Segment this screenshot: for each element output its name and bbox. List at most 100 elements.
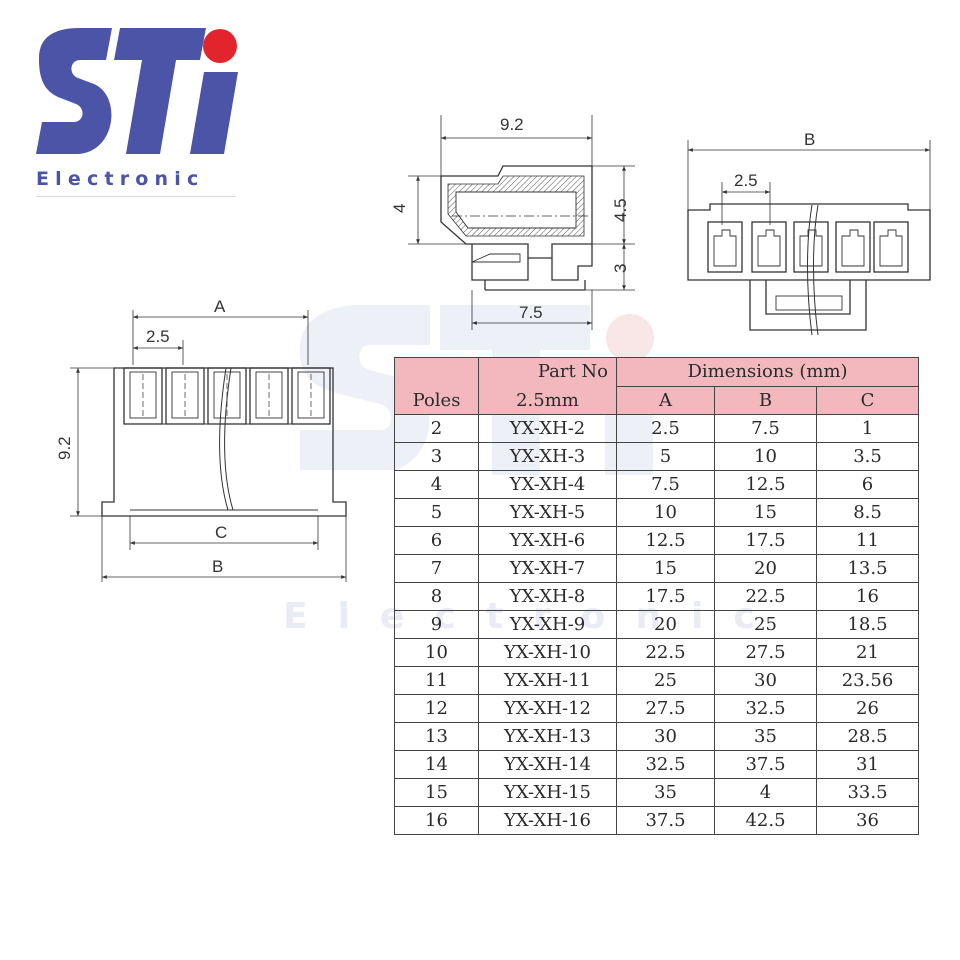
front-view-b-label: B bbox=[212, 557, 223, 576]
end-view-drawing bbox=[687, 140, 931, 336]
cell-a: 15 bbox=[616, 554, 715, 583]
side-view-right-upper-label: 4.5 bbox=[611, 198, 630, 222]
front-view-c-label: C bbox=[215, 523, 227, 542]
cell-a: 37.5 bbox=[616, 806, 715, 835]
logo-letter-t bbox=[114, 28, 206, 154]
cell-a: 2.5 bbox=[616, 414, 715, 443]
cell-b: 17.5 bbox=[714, 526, 817, 555]
cell-c: 8.5 bbox=[815, 498, 920, 527]
end-view-width-label: B bbox=[804, 130, 815, 149]
table-row: 13 YX-XH-13 30 35 28.5 bbox=[394, 722, 920, 751]
cell-poles: 15 bbox=[394, 778, 479, 807]
table-row: 10 YX-XH-10 22.5 27.5 21 bbox=[394, 638, 920, 667]
cell-part-no: YX-XH-6 bbox=[478, 526, 617, 555]
side-view-right-lower-label: 3 bbox=[611, 264, 630, 273]
table-row: 3 YX-XH-3 5 10 3.5 bbox=[394, 442, 920, 471]
cell-b: 42.5 bbox=[714, 806, 817, 835]
cell-poles: 5 bbox=[394, 498, 479, 527]
sti-logo bbox=[36, 28, 238, 154]
header-part-no: Part No bbox=[478, 357, 617, 387]
table-row: 7 YX-XH-7 15 20 13.5 bbox=[394, 554, 920, 583]
cell-poles: 7 bbox=[394, 554, 479, 583]
logo-underline bbox=[36, 196, 236, 197]
front-view-pitch-label: 2.5 bbox=[146, 327, 170, 346]
cell-poles: 16 bbox=[394, 806, 479, 835]
cell-a: 17.5 bbox=[616, 582, 715, 611]
side-view-width-label: 9.2 bbox=[500, 115, 524, 134]
cell-part-no: YX-XH-5 bbox=[478, 498, 617, 527]
cell-c: 33.5 bbox=[815, 778, 920, 807]
cell-poles: 2 bbox=[394, 414, 479, 443]
cell-b: 27.5 bbox=[714, 638, 817, 667]
cell-part-no: YX-XH-13 bbox=[478, 722, 617, 751]
table-row: 2 YX-XH-2 2.5 7.5 1 bbox=[394, 414, 920, 443]
cell-c: 1 bbox=[815, 414, 920, 443]
cell-part-no: YX-XH-15 bbox=[478, 778, 617, 807]
header-dimensions: Dimensions (mm) bbox=[615, 357, 920, 387]
cell-a: 30 bbox=[616, 722, 715, 751]
cell-poles: 4 bbox=[394, 470, 479, 499]
cell-part-no: YX-XH-7 bbox=[478, 554, 617, 583]
front-view-a-label: A bbox=[214, 297, 226, 316]
table-row: 16 YX-XH-16 37.5 42.5 36 bbox=[394, 806, 920, 835]
cell-c: 28.5 bbox=[815, 722, 920, 751]
cell-part-no: YX-XH-4 bbox=[478, 470, 617, 499]
cell-part-no: YX-XH-9 bbox=[478, 610, 617, 639]
table-row: 6 YX-XH-6 12.5 17.5 11 bbox=[394, 526, 920, 555]
cell-c: 26 bbox=[815, 694, 920, 723]
cell-part-no: YX-XH-12 bbox=[478, 694, 617, 723]
cell-b: 35 bbox=[714, 722, 817, 751]
end-view-pitch-label: 2.5 bbox=[734, 171, 758, 190]
cell-poles: 12 bbox=[394, 694, 479, 723]
side-view-bottom-label: 7.5 bbox=[519, 303, 543, 322]
front-view-height-label: 9.2 bbox=[55, 436, 74, 460]
cell-c: 11 bbox=[815, 526, 920, 555]
cell-part-no: YX-XH-2 bbox=[478, 414, 617, 443]
cell-b: 20 bbox=[714, 554, 817, 583]
cell-a: 10 bbox=[616, 498, 715, 527]
cell-poles: 8 bbox=[394, 582, 479, 611]
cell-c: 23.56 bbox=[815, 666, 920, 695]
cell-b: 4 bbox=[714, 778, 817, 807]
cell-b: 37.5 bbox=[714, 750, 817, 779]
cell-part-no: YX-XH-16 bbox=[478, 806, 617, 835]
cell-b: 32.5 bbox=[714, 694, 817, 723]
side-view-left-height-label: 4 bbox=[390, 204, 409, 213]
cell-a: 7.5 bbox=[616, 470, 715, 499]
table-row: 9 YX-XH-9 20 25 18.5 bbox=[394, 610, 920, 639]
cell-a: 35 bbox=[616, 778, 715, 807]
cell-poles: 10 bbox=[394, 638, 479, 667]
table-row: 4 YX-XH-4 7.5 12.5 6 bbox=[394, 470, 920, 499]
cell-c: 3.5 bbox=[815, 442, 920, 471]
cell-poles: 6 bbox=[394, 526, 479, 555]
cell-b: 7.5 bbox=[714, 414, 817, 443]
cell-a: 20 bbox=[616, 610, 715, 639]
cell-b: 10 bbox=[714, 442, 817, 471]
cell-part-no: YX-XH-8 bbox=[478, 582, 617, 611]
table-row: 8 YX-XH-8 17.5 22.5 16 bbox=[394, 582, 920, 611]
cell-part-no: YX-XH-10 bbox=[478, 638, 617, 667]
header-poles: Poles bbox=[394, 357, 479, 415]
cell-part-no: YX-XH-11 bbox=[478, 666, 617, 695]
cell-a: 12.5 bbox=[616, 526, 715, 555]
table-row: 5 YX-XH-5 10 15 8.5 bbox=[394, 498, 920, 527]
cell-c: 16 bbox=[815, 582, 920, 611]
cell-c: 36 bbox=[815, 806, 920, 835]
table-row: 14 YX-XH-14 32.5 37.5 31 bbox=[394, 750, 920, 779]
cell-poles: 11 bbox=[394, 666, 479, 695]
logo-letter-s bbox=[36, 28, 112, 154]
cell-a: 27.5 bbox=[616, 694, 715, 723]
header-col-a: A bbox=[616, 386, 715, 415]
logo-dot bbox=[203, 29, 237, 63]
cell-a: 25 bbox=[616, 666, 715, 695]
header-part-pitch: 2.5mm bbox=[478, 386, 617, 415]
logo-letter-i bbox=[190, 72, 238, 154]
dimensions-table: Poles Part No Dimensions (mm) 2.5mm A B … bbox=[394, 357, 920, 835]
table-row: 15 YX-XH-15 35 4 33.5 bbox=[394, 778, 920, 807]
cell-c: 6 bbox=[815, 470, 920, 499]
table-row: 11 YX-XH-11 25 30 23.56 bbox=[394, 666, 920, 695]
cell-poles: 13 bbox=[394, 722, 479, 751]
cell-part-no: YX-XH-3 bbox=[478, 442, 617, 471]
front-view-drawing bbox=[70, 310, 347, 582]
